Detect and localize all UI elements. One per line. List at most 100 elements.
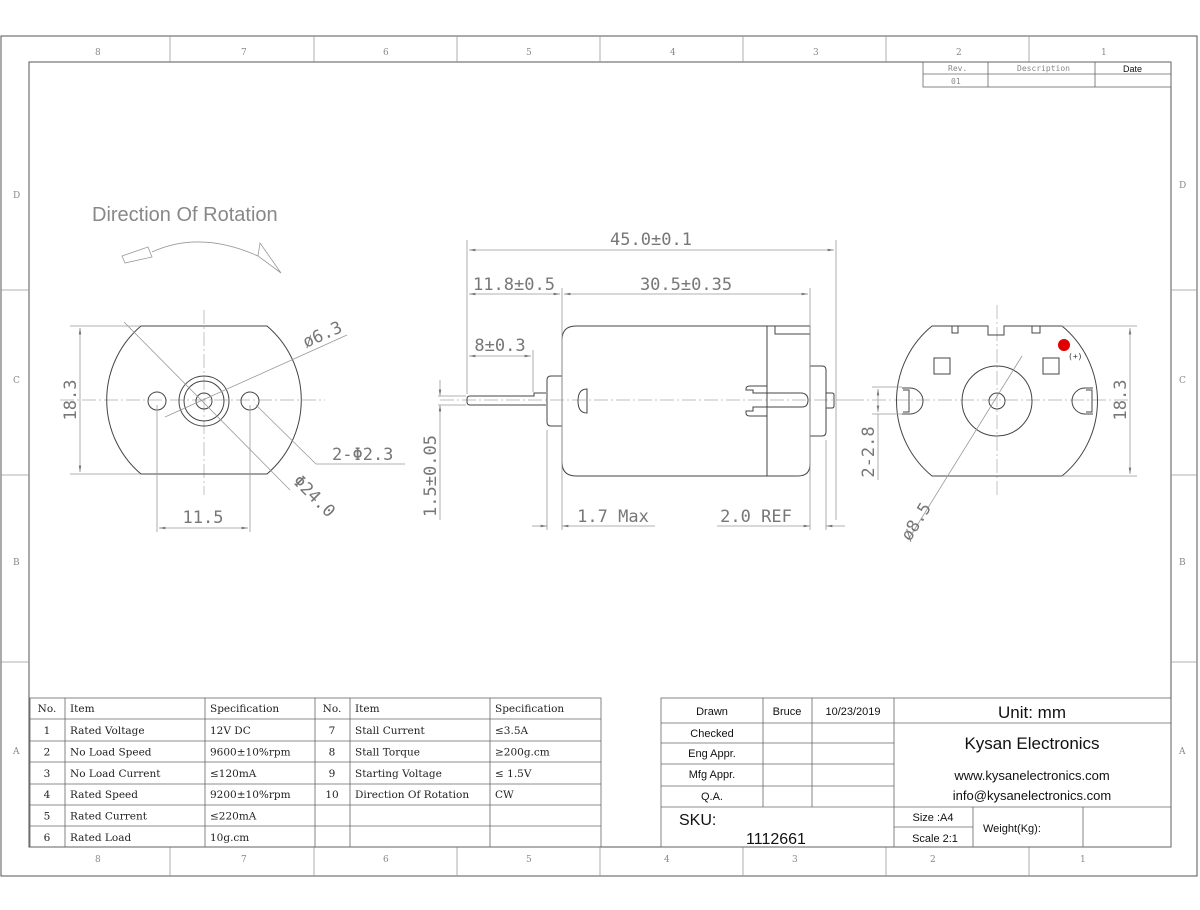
rev-header: Rev. [948, 64, 967, 73]
zone-col-7: 7 [241, 48, 247, 58]
zone-col-5: 5 [526, 48, 532, 58]
sheet-size: Size :A4 [913, 812, 954, 824]
zone-row-b-right: B [1179, 558, 1186, 568]
zone-row-c: C [13, 376, 20, 386]
inner-border [28, 61, 1172, 848]
rear-height-dim: 18.3 [1111, 380, 1131, 421]
spec-table-cell: Rated Speed [70, 789, 138, 801]
hub-dia-dim: ø6.3 [300, 318, 346, 353]
terminal-pad-left [933, 357, 951, 375]
spec-header-cell: Specification [210, 703, 279, 715]
terminal-width-dim: 2-2.8 [859, 426, 879, 477]
shaft-end [195, 392, 213, 410]
hub-inner [183, 380, 225, 422]
zone-col-3: 3 [813, 48, 819, 58]
sku-label: SKU: [679, 812, 716, 829]
spec-table-cell: Stall Torque [355, 746, 420, 758]
zone-col-1-bottom: 1 [1080, 855, 1086, 865]
hub-outer [178, 375, 230, 427]
zone-col-4: 4 [670, 48, 676, 58]
spec-table-cell: Rated Voltage [70, 725, 145, 737]
zone-col-4-bottom: 4 [664, 855, 670, 865]
company-name: Kysan Electronics [964, 734, 1099, 753]
zone-col-6: 6 [383, 48, 389, 58]
spec-table-cell: 9600±10%rpm [210, 746, 291, 758]
body-length-dim: 30.5±0.35 [640, 275, 732, 295]
shaft-length-dim: 11.8±0.5 [473, 275, 555, 295]
zone-row-d-right: D [1179, 181, 1186, 191]
spec-table-cell: 3 [44, 768, 51, 780]
zone-row-a: A [12, 747, 20, 757]
spec-table-cell: No Load Speed [70, 746, 152, 758]
rear-boss [961, 365, 1033, 437]
spec-header-cell: Specification [495, 703, 564, 715]
rotation-indicator: Direction Of Rotation [92, 204, 282, 274]
motor-can [561, 325, 811, 477]
spec-table-cell: Rated Load [70, 832, 131, 844]
zone-col-7-bottom: 7 [241, 855, 247, 865]
description-header: Description [1017, 64, 1070, 73]
spec-table-cell: 10g.cm [210, 832, 249, 844]
terminal-tab-left [902, 387, 924, 415]
weight-label: Weight(Kg): [983, 823, 1041, 835]
rear-dim: 2.0 REF [720, 507, 792, 527]
terminal-pad-right [1042, 357, 1060, 375]
qa-label: Q.A. [701, 791, 723, 803]
mfg-appr-label: Mfg Appr. [689, 769, 735, 781]
spec-table-cell: Starting Voltage [355, 768, 442, 780]
spec-table-cell: ≤120mA [210, 768, 257, 780]
spec-table-cell: ≥200g.cm [495, 746, 550, 758]
spec-table-cell: Rated Current [70, 811, 148, 823]
rotation-tail [121, 246, 153, 264]
spec-table-cell: 12V DC [210, 725, 251, 737]
front-bushing [546, 375, 563, 427]
sku-value: 1112661 [746, 831, 806, 848]
zone-row-a-right: A [1178, 747, 1186, 757]
spec-table-cell: 4 [44, 789, 51, 801]
zone-col-1: 1 [1101, 48, 1107, 58]
terminal-tab-right [1071, 387, 1093, 415]
holes-dim: 2-Φ2.3 [332, 445, 393, 465]
spec-header-cell: No. [38, 703, 57, 715]
outer-border [0, 35, 1198, 877]
spec-table-cell: CW [495, 789, 514, 801]
checked-label: Checked [690, 728, 733, 740]
unit-label: Unit: mm [998, 703, 1066, 722]
spec-table-cell: 5 [44, 811, 51, 823]
rear-slot [745, 385, 809, 417]
polarity-marker-dot [1058, 339, 1070, 351]
spec-table-cell: 9200±10%rpm [210, 789, 291, 801]
spec-table-cell: ≤ 1.5V [495, 768, 532, 780]
zone-row-c-right: C [1179, 376, 1186, 386]
spec-table-cell: ≤220mA [210, 811, 257, 823]
zone-row-b: B [13, 558, 20, 568]
hole-spacing-dim: 11.5 [183, 508, 224, 528]
rear-body-outline [896, 325, 1098, 477]
rotation-title: Direction Of Rotation [92, 204, 278, 226]
drawing-scale: Scale 2:1 [912, 833, 958, 845]
zone-col-6-bottom: 6 [383, 855, 389, 865]
spec-table-cell: Direction Of Rotation [355, 789, 469, 801]
spec-table-cell: 8 [329, 746, 336, 758]
spec-table-cell: 9 [329, 768, 336, 780]
drawn-by: Bruce [773, 706, 802, 718]
zone-row-d: D [13, 191, 20, 201]
front-view: 18.3 ø6.3 2-Φ2.3 Φ24.0 11.5 [60, 310, 405, 532]
company-email: info@kysanelectronics.com [953, 788, 1111, 803]
shaft-dia-dim: 1.5±0.05 [421, 435, 441, 517]
zone-labels: 8 7 6 5 4 3 2 1 8 7 6 5 4 3 2 1 D C B A … [12, 48, 1186, 865]
polarity-label: (+) [1068, 352, 1082, 361]
spec-table-cell: ≤3.5A [495, 725, 528, 737]
revision-table: Rev. Description Date 01 [922, 61, 1172, 88]
boss-dia-dim: ø8.5 [897, 499, 936, 544]
spec-header-cell: Item [355, 703, 380, 715]
eng-appr-label: Eng Appr. [688, 748, 736, 760]
zone-ticks [1, 36, 1197, 876]
zone-col-3-bottom: 3 [792, 855, 798, 865]
company-website: www.kysanelectronics.com [953, 768, 1109, 783]
spec-table-cell: 6 [44, 832, 51, 844]
zone-col-8-bottom: 8 [95, 855, 101, 865]
spec-table-cell: 7 [329, 725, 336, 737]
